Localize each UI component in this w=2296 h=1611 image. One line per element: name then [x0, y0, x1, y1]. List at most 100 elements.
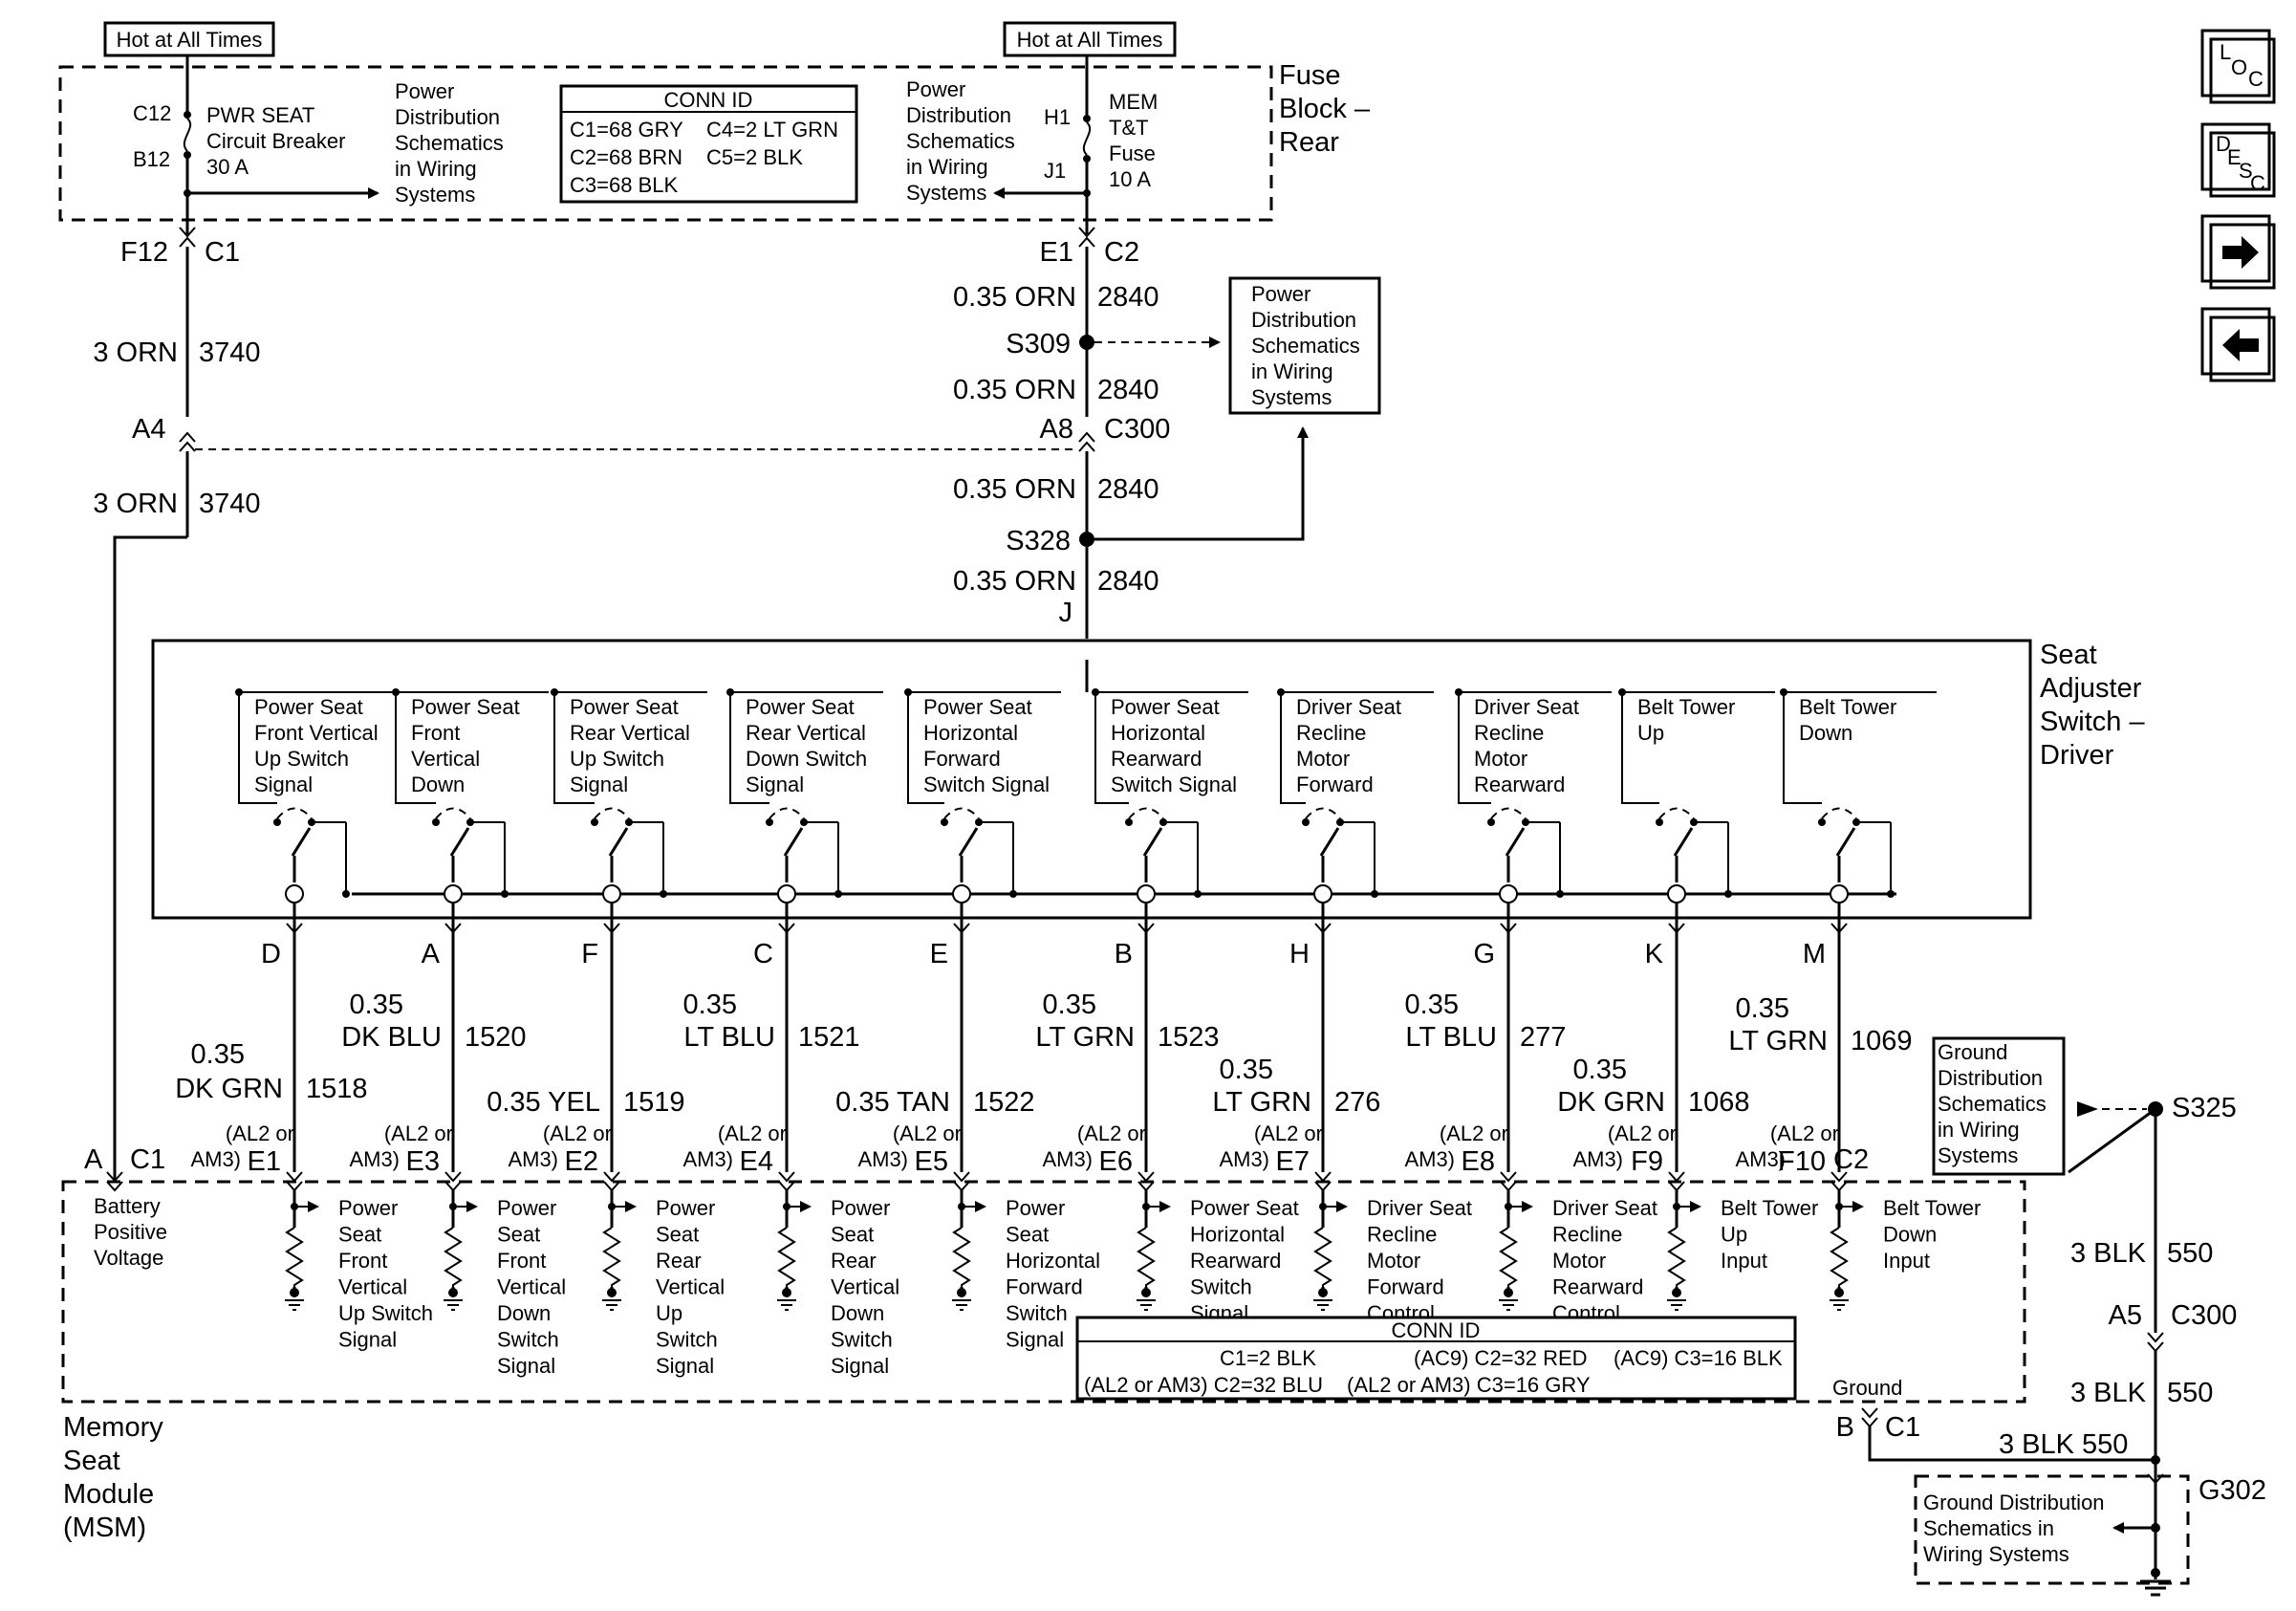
- msm-input-4-label-4: Vertical: [831, 1275, 899, 1299]
- switch-blade: [1673, 827, 1694, 857]
- wire-1518-pin: E1: [248, 1146, 281, 1177]
- pin-f12: F12: [120, 237, 168, 268]
- mem-fuse-3: Fuse: [1109, 142, 1156, 165]
- wire-277-circuit: 277: [1520, 1022, 1566, 1053]
- msm-input-5-label-6: Signal: [1006, 1328, 1064, 1352]
- switch-2-label-1: Power Seat: [411, 695, 520, 719]
- wire-276-pin: E7: [1276, 1146, 1310, 1177]
- wire-1069-color: LT GRN: [1728, 1026, 1828, 1056]
- switch-4-pin: C: [753, 939, 773, 969]
- wire-1520-gauge: 0.35: [350, 990, 403, 1020]
- wire-277-opt-2: AM3): [1404, 1147, 1455, 1171]
- pd-ref-right[interactable]: Power Distribution Schematics in Wiring …: [906, 77, 1015, 205]
- ground-wire-2: 3 BLK: [2070, 1378, 2147, 1408]
- ground-ref-top-box: [1932, 1036, 2066, 1176]
- msm-input-4-label-7: Signal: [831, 1354, 889, 1378]
- msm-title-2: Seat: [63, 1446, 120, 1476]
- switch-5-label-1: Power Seat: [923, 695, 1032, 719]
- wire-1068-opt-1: (AL2 or: [1608, 1121, 1677, 1145]
- mem-fuse-symbol: [1082, 121, 1092, 156]
- msm-title-3: Module: [63, 1479, 154, 1510]
- switch-5-pin: E: [930, 939, 948, 969]
- pull-down-resistor: [602, 1227, 621, 1287]
- conn-c1-ground: C1: [1885, 1412, 1920, 1443]
- switch-7-label-2: Recline: [1296, 721, 1366, 745]
- svg-text:Distribution: Distribution: [906, 103, 1011, 127]
- wire-1520-color: DK BLU: [341, 1022, 442, 1053]
- splice-s325-label: S325: [2172, 1093, 2237, 1123]
- wire-1069-opt-1: (AL2 or: [1770, 1121, 1839, 1145]
- msm-input-5-label-3: Horizontal: [1006, 1249, 1100, 1273]
- wire-1522-opt-2: AM3): [857, 1147, 908, 1171]
- pwr-seat-breaker-1: PWR SEAT: [206, 103, 314, 127]
- wire-1518-opt-1: (AL2 or: [226, 1121, 294, 1145]
- loc-button[interactable]: L O C: [2200, 29, 2276, 104]
- switch-title-3: Switch –: [2040, 707, 2145, 737]
- hot-at-all-times-left: Hot at All Times: [117, 28, 263, 52]
- msm-input-9-label-3: Input: [1721, 1249, 1767, 1273]
- circuit-2840-1: 2840: [1097, 282, 1159, 313]
- msm-input-10-label-2: Down: [1883, 1223, 1937, 1247]
- pull-down-resistor: [1830, 1227, 1849, 1287]
- ground-ref-bottom[interactable]: Ground Distribution Schematics in Wiring…: [1923, 1491, 2105, 1566]
- fuse-block-title-3: Rear: [1279, 127, 1339, 158]
- pin-e1-fuse: E1: [1040, 237, 1073, 268]
- msm-input-1-label-6: Signal: [338, 1328, 397, 1352]
- msm-input-3-label-4: Vertical: [656, 1275, 725, 1299]
- msm-input-7-label-1: Driver Seat: [1367, 1196, 1472, 1220]
- msm-input-5-label-5: Switch: [1006, 1301, 1068, 1325]
- msm-input-7-label-3: Motor: [1367, 1249, 1420, 1273]
- ground-ref-top[interactable]: Ground Distribution Schematics in Wiring…: [1932, 1036, 2066, 1176]
- switch-6-label-2: Horizontal: [1111, 721, 1205, 745]
- switch-blade: [1505, 827, 1526, 857]
- switch-1-label-1: Power Seat: [254, 695, 363, 719]
- switch-5-label-2: Horizontal: [923, 721, 1018, 745]
- msm-input-1-label-5: Up Switch: [338, 1301, 433, 1325]
- desc-button[interactable]: D E S C: [2200, 122, 2276, 198]
- pwr-seat-breaker-3: 30 A: [206, 155, 249, 179]
- next-button[interactable]: [2200, 214, 2276, 290]
- switch-10-label-2: Down: [1799, 721, 1852, 745]
- svg-text:Schematics: Schematics: [395, 131, 504, 155]
- msm-input-8-label-2: Recline: [1552, 1223, 1622, 1247]
- wire-0.35-orn-2: 0.35 ORN: [953, 375, 1076, 405]
- ground-wire-1: 3 BLK: [2070, 1238, 2147, 1269]
- loc-letter-l: L: [2220, 40, 2231, 64]
- switch-4-label-3: Down Switch: [746, 747, 867, 771]
- switch-2-pin: A: [422, 939, 441, 969]
- msm-input-2-label-5: Down: [497, 1301, 551, 1325]
- ground-ref-bottom-1: Ground Distribution: [1923, 1491, 2105, 1514]
- msm-conn-id-title: CONN ID: [1392, 1318, 1481, 1342]
- hot-at-all-times-right: Hot at All Times: [1017, 28, 1163, 52]
- msm-title-4: (MSM): [63, 1513, 146, 1543]
- switch-5-label-3: Forward: [923, 747, 1001, 771]
- fuse-block: Hot at All Times Hot at All Times Fuse B…: [58, 21, 1371, 234]
- wire-1519-pin: E2: [565, 1146, 598, 1177]
- circuit-2840-4: 2840: [1097, 566, 1159, 597]
- loc-letter-c: C: [2248, 67, 2264, 91]
- wire-1521-opt-1: (AL2 or: [718, 1121, 787, 1145]
- pin-h1: H1: [1044, 105, 1071, 129]
- prev-button[interactable]: [2200, 307, 2276, 382]
- svg-text:Systems: Systems: [395, 183, 475, 207]
- wire-1520-circuit: 1520: [465, 1022, 527, 1053]
- msm-conn-id-box: [1075, 1316, 1797, 1401]
- ground-circuit: Ground Distribution Schematics in Wiring…: [1914, 1036, 2266, 1597]
- desc-letter-c: C: [2250, 171, 2265, 195]
- pd-ref-center[interactable]: Power Distribution Schematics in Wiring …: [1228, 276, 1381, 415]
- switch-4-label-4: Signal: [746, 773, 804, 796]
- msm-input-2-label-6: Switch: [497, 1328, 559, 1352]
- pd-ref-center-box: [1228, 276, 1381, 415]
- pd-ref-left[interactable]: Power Distribution Schematics in Wiring …: [395, 79, 504, 207]
- switch-blade: [608, 827, 629, 857]
